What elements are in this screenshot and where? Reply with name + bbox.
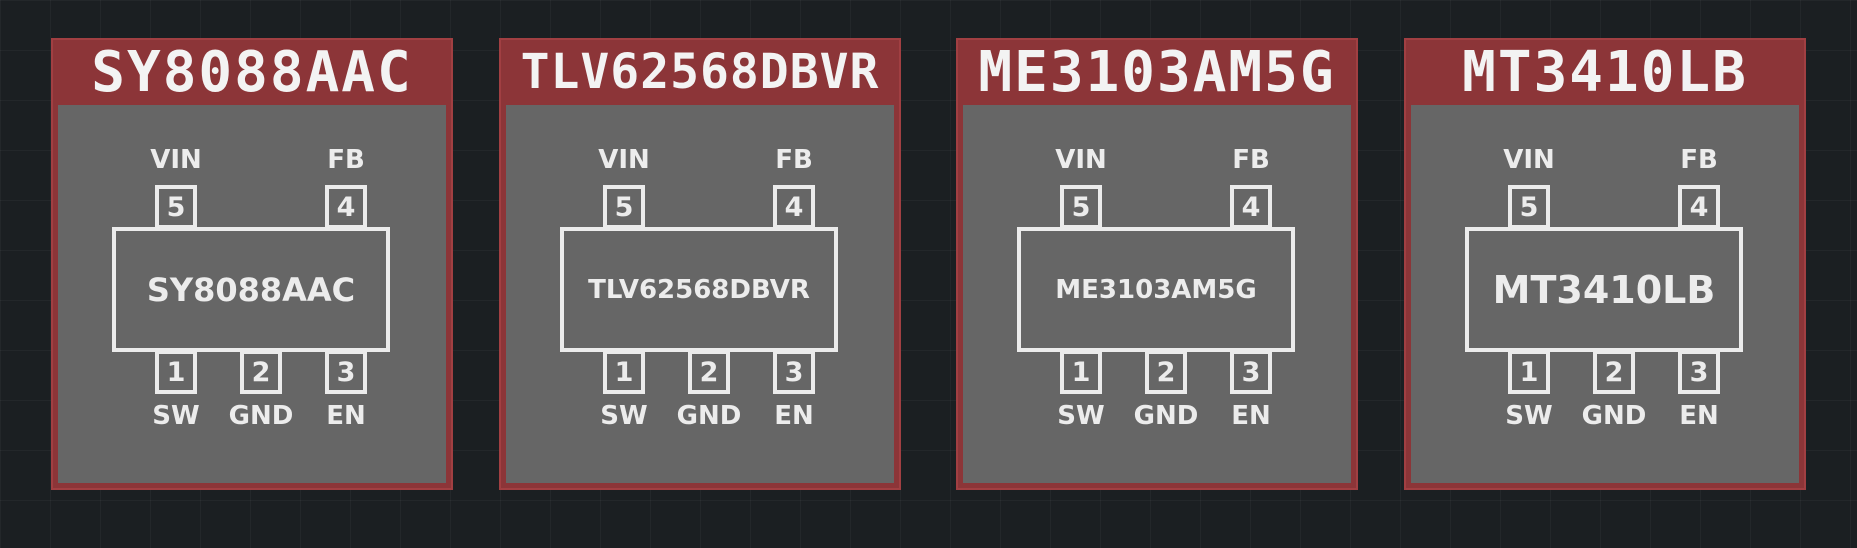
pin-name-sw: SW	[600, 401, 648, 431]
pin-3: 3	[1230, 350, 1272, 394]
pin-name-en: EN	[1231, 401, 1271, 431]
chip-body: ME3103AM5G	[1017, 227, 1295, 352]
pin-2: 2	[1593, 350, 1635, 394]
pin-1: 1	[155, 350, 197, 394]
pin-2: 2	[1145, 350, 1187, 394]
chip-card-title: MT3410LB	[1462, 40, 1748, 105]
chip-card-tlv62568dbvr: TLV62568DBVR VIN FB 5 4 TLV62568DBVR 1 2…	[499, 38, 901, 490]
pin-3: 3	[325, 350, 367, 394]
chip-card-body: VIN FB 5 4 ME3103AM5G 1 2 3 SW GND EN	[963, 105, 1351, 483]
chip-card-me3103am5g: ME3103AM5G VIN FB 5 4 ME3103AM5G 1 2 3 S…	[956, 38, 1358, 490]
pin-name-vin: VIN	[598, 145, 650, 175]
pin-3: 3	[773, 350, 815, 394]
pin-name-sw: SW	[152, 401, 200, 431]
chip-card-body: VIN FB 5 4 SY8088AAC 1 2 3 SW GND EN	[58, 105, 446, 483]
chip-card-sy8088aac: SY8088AAC VIN FB 5 4 SY8088AAC 1 2 3 SW …	[51, 38, 453, 490]
pin-name-fb: FB	[1680, 145, 1718, 175]
pin-name-vin: VIN	[1503, 145, 1555, 175]
chip-body: MT3410LB	[1465, 227, 1743, 352]
chip-body: TLV62568DBVR	[560, 227, 838, 352]
chip-body-label: SY8088AAC	[146, 270, 356, 309]
sot23-5-package: VIN FB 5 4 ME3103AM5G 1 2 3 SW GND EN	[963, 105, 1351, 483]
pin-1: 1	[1060, 350, 1102, 394]
sot23-5-package: VIN FB 5 4 MT3410LB 1 2 3 SW GND EN	[1411, 105, 1799, 483]
pin-name-sw: SW	[1057, 401, 1105, 431]
chip-card-body: VIN FB 5 4 TLV62568DBVR 1 2 3 SW GND EN	[506, 105, 894, 483]
pin-5: 5	[603, 185, 645, 229]
pin-name-fb: FB	[1232, 145, 1270, 175]
chip-body-label: ME3103AM5G	[1055, 274, 1257, 305]
pin-name-gnd: GND	[1581, 401, 1647, 431]
pin-1: 1	[1508, 350, 1550, 394]
pin-1: 1	[603, 350, 645, 394]
pin-2: 2	[240, 350, 282, 394]
pin-name-fb: FB	[775, 145, 813, 175]
chip-card-title: TLV62568DBVR	[520, 44, 880, 100]
chip-card-title: SY8088AAC	[91, 40, 413, 105]
pin-4: 4	[1678, 185, 1720, 229]
pin-name-en: EN	[774, 401, 814, 431]
pin-name-en: EN	[1679, 401, 1719, 431]
chip-card-title: ME3103AM5G	[978, 40, 1336, 105]
chip-body-label: TLV62568DBVR	[588, 274, 810, 305]
pin-5: 5	[1508, 185, 1550, 229]
pin-4: 4	[773, 185, 815, 229]
chip-body-label: MT3410LB	[1492, 267, 1716, 312]
chip-card-mt3410lb: MT3410LB VIN FB 5 4 MT3410LB 1 2 3 SW GN…	[1404, 38, 1806, 490]
pin-4: 4	[1230, 185, 1272, 229]
pin-5: 5	[1060, 185, 1102, 229]
sot23-5-package: VIN FB 5 4 SY8088AAC 1 2 3 SW GND EN	[58, 105, 446, 483]
chip-body: SY8088AAC	[112, 227, 390, 352]
pin-2: 2	[688, 350, 730, 394]
pin-name-sw: SW	[1505, 401, 1553, 431]
pin-name-fb: FB	[327, 145, 365, 175]
pin-name-gnd: GND	[228, 401, 294, 431]
sot23-5-package: VIN FB 5 4 TLV62568DBVR 1 2 3 SW GND EN	[506, 105, 894, 483]
chip-card-body: VIN FB 5 4 MT3410LB 1 2 3 SW GND EN	[1411, 105, 1799, 483]
pin-name-gnd: GND	[1133, 401, 1199, 431]
pin-5: 5	[155, 185, 197, 229]
pin-name-vin: VIN	[1055, 145, 1107, 175]
pin-name-vin: VIN	[150, 145, 202, 175]
pin-3: 3	[1678, 350, 1720, 394]
pin-name-en: EN	[326, 401, 366, 431]
pin-name-gnd: GND	[676, 401, 742, 431]
pin-4: 4	[325, 185, 367, 229]
